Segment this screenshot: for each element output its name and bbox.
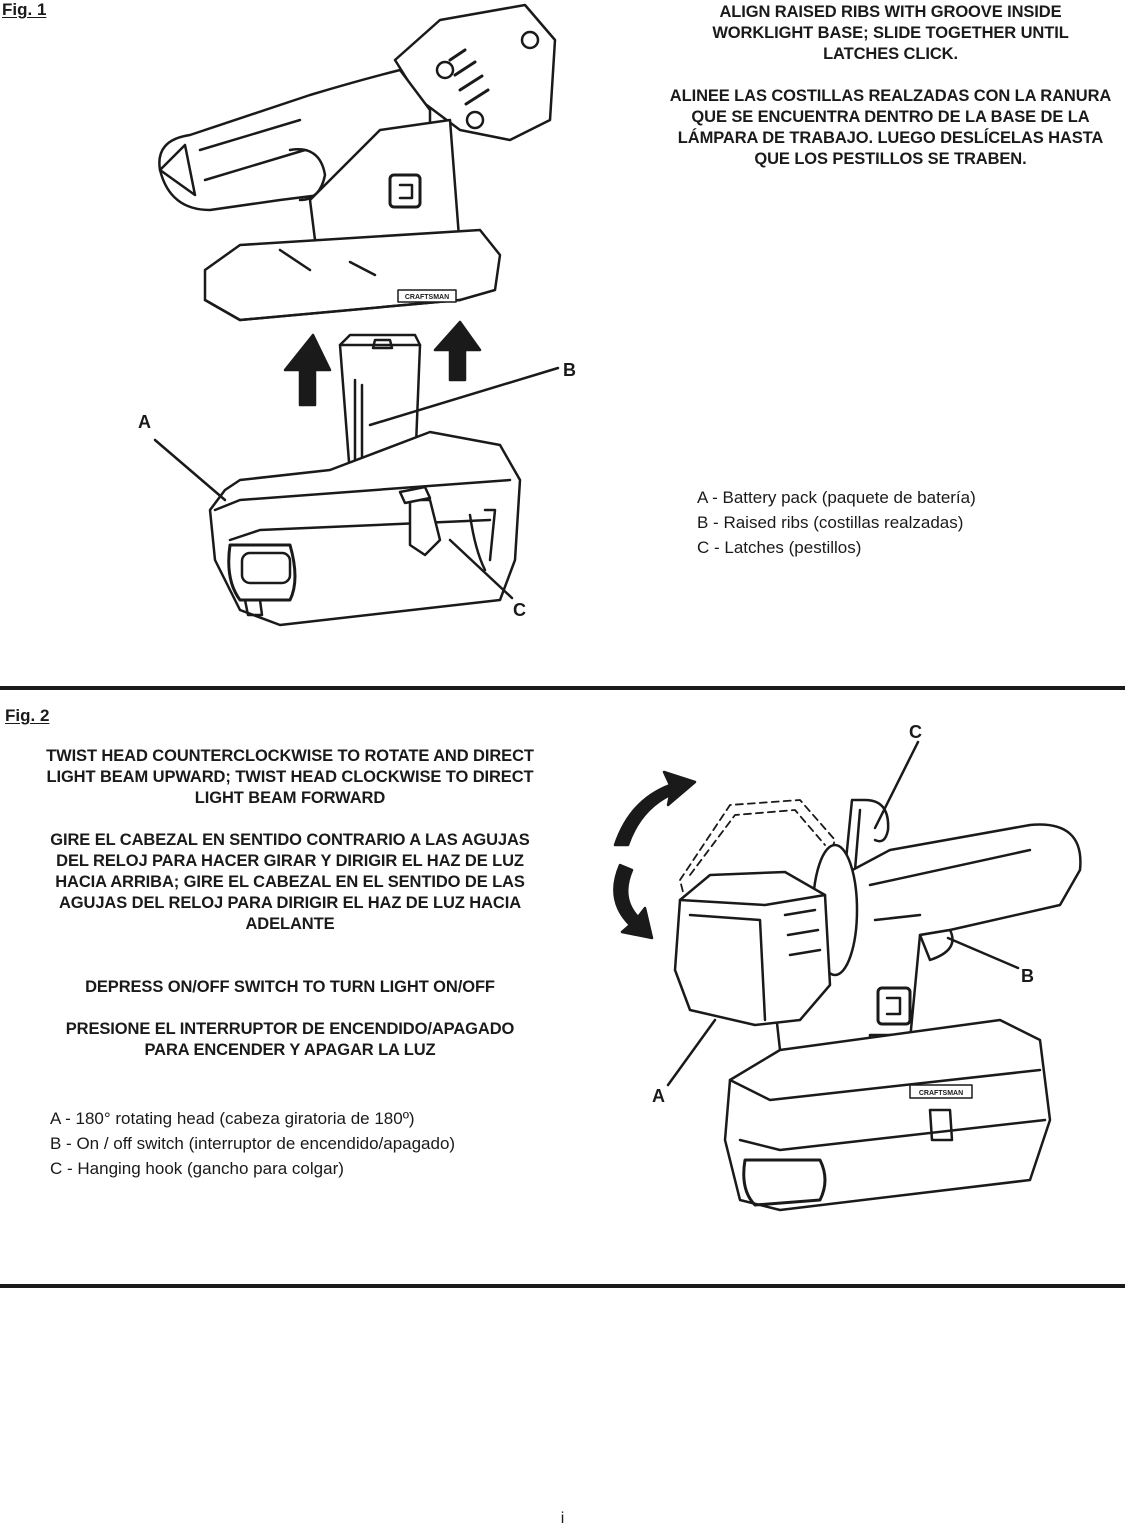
fig1-callout-b: B — [563, 360, 576, 380]
fig1-instruction-es: ALINEE LAS COSTILLAS REALZADAS CON LA RA… — [669, 87, 1112, 168]
page-number: i — [560, 1510, 565, 1527]
section-divider — [0, 686, 1125, 690]
fig2-legend-item: C - Hanging hook (gancho para colgar) — [50, 1159, 344, 1178]
fig2-legend-item: A - 180° rotating head (cabeza giratoria… — [50, 1109, 415, 1128]
fig1-instructions: ALIGN RAISED RIBS WITH GROOVE INSIDE WOR… — [668, 2, 1113, 170]
fig1-legend-item: C - Latches (pestillos) — [697, 538, 862, 557]
fig2-legend: A - 180° rotating head (cabeza giratoria… — [50, 1106, 455, 1181]
up-arrow-right — [433, 320, 482, 382]
fig1-legend-item: A - Battery pack (paquete de batería) — [697, 488, 976, 507]
fig2-instruction-es: GIRE EL CABEZAL EN SENTIDO CONTRARIO A L… — [50, 831, 530, 933]
worklight-head — [393, 3, 557, 142]
fig1-instruction-en: ALIGN RAISED RIBS WITH GROOVE INSIDE WOR… — [712, 3, 1069, 63]
fig2-switch-en: DEPRESS ON/OFF SWITCH TO TURN LIGHT ON/O… — [85, 978, 495, 996]
fig1-base-brand-mark: CRAFTSMAN — [405, 294, 449, 301]
fig2-callout-a: A — [652, 1086, 665, 1106]
fig1-callout-c: C — [513, 600, 526, 620]
fig2-instruction-en: TWIST HEAD COUNTERCLOCKWISE TO ROTATE AN… — [46, 747, 534, 807]
fig2-instructions: TWIST HEAD COUNTERCLOCKWISE TO ROTATE AN… — [40, 746, 540, 1061]
fig1-callout-a: A — [138, 412, 151, 432]
hanging-hook — [843, 798, 890, 872]
fig1-leader-b — [368, 366, 560, 427]
up-arrow-left — [283, 333, 332, 407]
battery-pack-fig2: CRAFTSMAN — [723, 1018, 1052, 1212]
fig1-leader-c — [448, 538, 514, 600]
fig2-leader-a — [666, 1018, 717, 1087]
rotated-head-outline — [679, 799, 836, 936]
fig2-legend-item: B - On / off switch (interruptor de ence… — [50, 1134, 456, 1153]
battery-pack — [208, 430, 522, 627]
rotate-arrow-down — [613, 863, 654, 940]
fig2-label: Fig. 2 — [5, 706, 50, 725]
fig2-callout-b: B — [1021, 966, 1034, 986]
fig2-leader-b — [946, 936, 1020, 970]
fig1-label: Fig. 1 — [2, 0, 47, 19]
worklight-body — [158, 68, 462, 252]
fig2-switch-es: PRESIONE EL INTERRUPTOR DE ENCENDIDO/APA… — [65, 1020, 515, 1059]
fig2-leader-c — [873, 740, 920, 830]
worklight-base: CRAFTSMAN — [203, 228, 502, 322]
fig1-legend-item: B - Raised ribs (costillas realzadas) — [697, 513, 964, 532]
fig1-illustration: CRAFTSMAN — [153, 3, 560, 627]
fig2-battery-brand-mark: CRAFTSMAN — [919, 1090, 963, 1097]
fig1-legend: A - Battery pack (paquete de batería) B … — [697, 485, 976, 560]
fig2-callout-c: C — [909, 722, 922, 742]
rotating-head — [673, 843, 859, 1027]
section-divider — [0, 1284, 1125, 1288]
rotate-arrow-up — [613, 770, 697, 847]
fig1-leader-a — [153, 438, 227, 502]
fig2-illustration: CRAFTSMAN — [613, 740, 1082, 1212]
